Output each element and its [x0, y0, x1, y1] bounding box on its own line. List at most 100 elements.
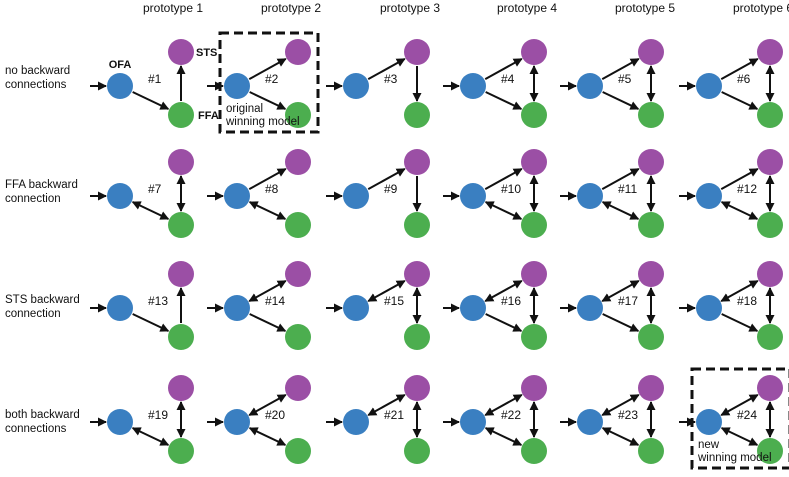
- ofa-sts-arrow: [367, 167, 406, 191]
- sts-node: [638, 261, 664, 287]
- ffa-node: [168, 438, 194, 464]
- ofa-node: [224, 295, 250, 321]
- model-cell: #3: [326, 39, 430, 128]
- ofa-sts-arrow: [720, 393, 759, 417]
- sts-node: [404, 149, 430, 175]
- model-cell: #17: [560, 261, 664, 350]
- model-number: #2: [265, 72, 279, 86]
- sts-node: [285, 375, 311, 401]
- model-cell: #7: [90, 149, 194, 238]
- ofa-sts-arrow: [484, 279, 523, 303]
- ofa-ffa-arrow: [132, 91, 170, 110]
- model-cell: #8: [207, 149, 311, 238]
- model-number: #23: [618, 408, 638, 422]
- ofa-node: [696, 73, 722, 99]
- model-cell: #13: [90, 261, 194, 350]
- ofa-ffa-arrow: [602, 313, 640, 332]
- model-number: #18: [737, 294, 757, 308]
- ofa-sts-arrow: [601, 279, 640, 303]
- model-number: #4: [501, 72, 515, 86]
- sts-node: [757, 261, 783, 287]
- ofa-node: [577, 183, 603, 209]
- model-cell: #9: [326, 149, 430, 238]
- model-cell: #11: [560, 149, 664, 238]
- model-number: #22: [501, 408, 521, 422]
- ofa-sts-arrow: [601, 167, 640, 191]
- ofa-ffa-arrow: [484, 201, 523, 220]
- ofa-sts-arrow: [484, 57, 523, 81]
- winning-model-box-2: [690, 367, 789, 470]
- sts-node: [168, 261, 194, 287]
- sts-node: [521, 261, 547, 287]
- model-number: #13: [148, 294, 168, 308]
- model-cell: #18: [679, 261, 783, 350]
- sts-node: [168, 149, 194, 175]
- ofa-node: [224, 73, 250, 99]
- ofa-ffa-arrow: [485, 91, 523, 110]
- ffa-node: [285, 212, 311, 238]
- model-number: #15: [384, 294, 404, 308]
- ffa-node: [757, 438, 783, 464]
- model-number: #6: [737, 72, 751, 86]
- ffa-node: [404, 324, 430, 350]
- ofa-node: [696, 183, 722, 209]
- ofa-ffa-arrow: [249, 313, 287, 332]
- model-cell: #12: [679, 149, 783, 238]
- ofa-node: [577, 295, 603, 321]
- ofa-ffa-arrow: [602, 91, 640, 110]
- ofa-sts-arrow: [248, 57, 287, 81]
- ffa-node: [285, 324, 311, 350]
- sts-node: [757, 149, 783, 175]
- ofa-node: [343, 295, 369, 321]
- ofa-ffa-arrow: [720, 201, 759, 220]
- ofa-ffa-arrow: [721, 91, 759, 110]
- model-cell: #24: [679, 375, 783, 464]
- ffa-node: [404, 102, 430, 128]
- ofa-sts-arrow: [601, 393, 640, 417]
- sts-node: [638, 149, 664, 175]
- ofa-ffa-arrow: [484, 427, 523, 446]
- model-number: #19: [148, 408, 168, 422]
- ffa-node: [404, 212, 430, 238]
- ofa-node: [460, 183, 486, 209]
- ofa-node: [224, 183, 250, 209]
- model-cell: #10: [443, 149, 547, 238]
- model-number: #9: [384, 182, 398, 196]
- ofa-node: [107, 73, 133, 99]
- ffa-node: [638, 212, 664, 238]
- ofa-label: OFA: [109, 59, 132, 71]
- winning-model-box-1: [218, 31, 320, 134]
- ofa-ffa-arrow: [721, 313, 759, 332]
- ofa-node: [107, 295, 133, 321]
- ofa-node: [577, 73, 603, 99]
- ffa-node: [521, 212, 547, 238]
- ofa-node: [696, 295, 722, 321]
- ffa-node: [638, 438, 664, 464]
- model-number: #12: [737, 182, 757, 196]
- ffa-node: [521, 438, 547, 464]
- sts-label: STS: [196, 47, 217, 59]
- ofa-node: [107, 409, 133, 435]
- model-number: #8: [265, 182, 279, 196]
- ofa-ffa-arrow: [601, 201, 640, 220]
- model-number: #20: [265, 408, 285, 422]
- sts-node: [168, 375, 194, 401]
- ofa-node: [460, 73, 486, 99]
- model-cell: #19: [90, 375, 194, 464]
- sts-node: [285, 261, 311, 287]
- model-cell: #14: [207, 261, 311, 350]
- ofa-ffa-arrow: [485, 313, 523, 332]
- model-cell: #5: [560, 39, 664, 128]
- sts-node: [757, 375, 783, 401]
- column-header-3: prototype 3: [380, 1, 440, 15]
- ofa-node: [343, 73, 369, 99]
- ffa-node: [757, 212, 783, 238]
- ofa-ffa-arrow: [131, 201, 170, 220]
- model-number: #11: [618, 182, 637, 196]
